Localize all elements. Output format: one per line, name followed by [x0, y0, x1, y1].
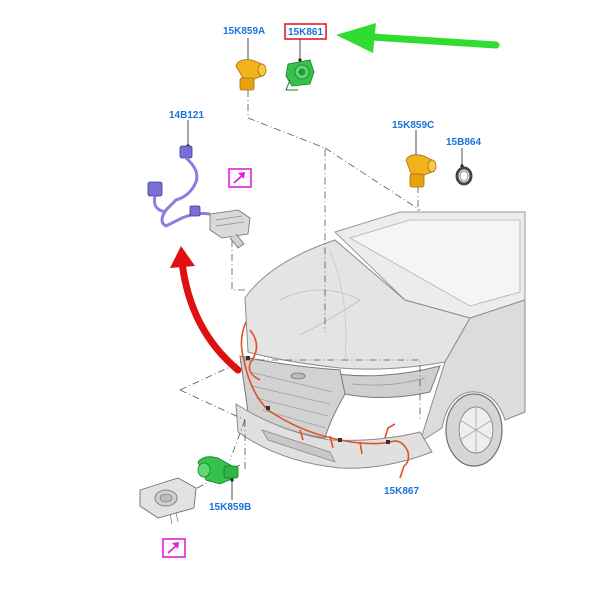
highlight-box [284, 23, 327, 40]
magenta-pointer-icon[interactable] [162, 538, 186, 558]
harness-adapter-14b121[interactable] [147, 120, 251, 249]
parking-sensor-15k859b[interactable] [197, 456, 239, 500]
label-15k859c[interactable]: 15K859C [392, 120, 434, 131]
part-labels: 15K859A 15K861 14B121 15K859C 15B864 15K… [169, 26, 481, 513]
label-15k867[interactable]: 15K867 [384, 486, 419, 497]
car-front [235, 211, 526, 469]
red-arrow [170, 246, 242, 374]
harness-clips [246, 356, 390, 444]
parking-sensor-15k859c[interactable] [405, 130, 437, 188]
magenta-pointer-icon[interactable] [228, 168, 252, 188]
label-15k861[interactable]: 15K861 [288, 27, 323, 38]
sensor-housing [139, 477, 197, 525]
label-15k859b[interactable]: 15K859B [209, 502, 251, 513]
label-15k859a[interactable]: 15K859A [223, 26, 265, 37]
label-14b121[interactable]: 14B121 [169, 110, 204, 121]
label-15b864[interactable]: 15B864 [446, 137, 481, 148]
retainer-ring-15b864[interactable] [455, 148, 473, 186]
parking-sensor-15k859a[interactable] [235, 38, 267, 91]
sensor-bracket-15k861[interactable] [285, 38, 315, 91]
green-arrow [336, 23, 500, 53]
